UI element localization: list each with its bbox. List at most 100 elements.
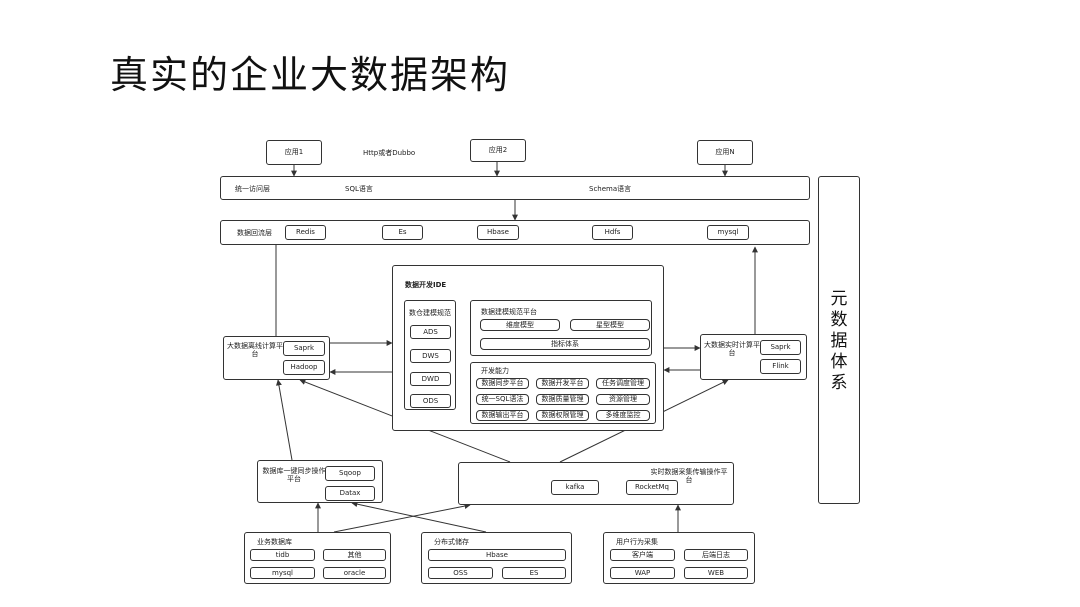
storage-hbase: Hbase [428,549,566,561]
behavior-client: 客户端 [610,549,675,561]
realtime-item-label: Flink [772,362,789,371]
app1-box: 应用1 [266,140,322,165]
realtime-item-label: Saprk [770,343,791,352]
offline-item-spark: Saprk [283,341,325,356]
dimension-model: 维度模型 [480,319,560,331]
behavior-item-label: WEB [707,568,725,577]
offline-compute-label: 大数据离线计算平台 [227,341,283,358]
app2-label: 应用2 [488,146,508,155]
storage-item-label: OSS [453,568,468,577]
dev-capability-title: 开发能力 [481,367,509,375]
protocol-label: Http或者Dubbo [363,149,416,157]
ide-title: 数据开发IDE [405,281,447,289]
page-title: 真实的企业大数据架构 [110,53,511,97]
layer-label: ADS [423,327,438,336]
dev-item-unified-sql: 统一SQL语法 [476,394,529,405]
realtime-compute-label: 大数据实时计算平台 [704,340,760,357]
db-sync-label: 数据库一键同步操作平台 [262,466,326,483]
appn-box: 应用N [697,140,753,165]
behavior-item-label: WAP [634,568,651,577]
dev-item-label: 任务调度管理 [602,379,644,388]
layer-label: DWD [421,374,440,383]
realtime-item-spark: Saprk [760,340,801,355]
dev-item-label: 统一SQL语法 [481,395,524,404]
distributed-storage-label: 分布式储存 [434,538,469,546]
sync-item-label: Sqoop [339,469,361,478]
collect-item-rocketmq: RocketMq [626,480,678,495]
biz-db-item-label: 其他 [347,550,362,559]
return-item-label: Redis [296,228,315,237]
collect-item-label: RocketMq [634,483,670,492]
metadata-system-label: 元数据体系 [830,289,848,393]
storage-item-label: Hbase [486,550,508,559]
realtime-item-flink: Flink [760,359,801,374]
dev-item-label: 数据同步平台 [481,379,524,388]
dev-item-label: 资源管理 [609,395,637,404]
data-return-label: 数据回流层 [237,229,272,237]
behavior-web: WEB [684,567,748,579]
offline-item-label: Hadoop [290,363,318,372]
collect-item-kafka: kafka [551,480,599,495]
biz-db-mysql: mysql [250,567,315,579]
modeling-spec-title: 数据建模规范平台 [481,308,537,316]
metric-system: 指标体系 [480,338,650,350]
behavior-backend-log: 后端日志 [684,549,748,561]
arrow-sync-to-offline [275,379,293,461]
biz-db-item-label: oracle [343,568,366,577]
unified-access-layer: 统一访问层 SQL语言 Schema语言 [220,176,810,200]
sync-item-label: Datax [339,489,361,498]
business-db-label: 业务数据库 [257,538,292,546]
dev-item-label: 数据输出平台 [481,411,524,420]
dev-item-output: 数据输出平台 [476,410,529,421]
offline-item-label: Saprk [293,344,315,353]
biz-db-other: 其他 [323,549,386,561]
schema-language-label: Schema语言 [589,185,632,193]
return-item-label: Hdfs [604,228,621,237]
realtime-collect-platform: 实时数据采集传输操作平台 [458,462,734,505]
layer-label: DWS [422,351,439,360]
return-item-hbase: Hbase [477,225,519,240]
biz-db-item-label: tidb [275,550,290,559]
storage-es: ES [502,567,566,579]
layer-dws: DWS [410,349,451,363]
app2-box: 应用2 [470,139,526,162]
return-item-es: Es [382,225,423,240]
modeling-item-label: 星型模型 [596,320,624,329]
arrow-bizdb-to-collect [333,503,471,533]
return-item-hdfs: Hdfs [592,225,633,240]
sql-language-label: SQL语言 [345,185,373,193]
unified-access-label: 统一访问层 [235,185,270,193]
layer-label: ODS [422,396,439,405]
storage-item-label: ES [529,568,539,577]
biz-db-tidb: tidb [250,549,315,561]
modeling-item-label: 维度模型 [506,320,534,329]
layer-ods: ODS [410,394,451,408]
behavior-item-label: 后端日志 [702,550,730,559]
warehouse-modeling-label: 数仓建模规范 [409,308,451,317]
dev-item-resource: 资源管理 [596,394,650,405]
dev-item-scheduling: 任务调度管理 [596,378,650,389]
storage-oss: OSS [428,567,493,579]
dev-item-label: 多维度监控 [605,411,641,420]
biz-db-oracle: oracle [323,567,386,579]
metadata-system-panel: 元数据体系 [818,176,860,504]
dev-item-quality: 数据质量管理 [536,394,589,405]
arrow-storage-to-sync [351,501,487,533]
return-item-redis: Redis [285,225,326,240]
return-item-label: Hbase [487,228,509,237]
return-item-label: Es [398,228,407,237]
return-item-mysql: mysql [707,225,749,240]
dev-item-monitoring: 多维度监控 [596,410,650,421]
app1-label: 应用1 [284,148,304,157]
realtime-collect-label: 实时数据采集传输操作平台 [650,467,728,484]
biz-db-item-label: mysql [272,568,293,577]
behavior-wap: WAP [610,567,675,579]
layer-ads: ADS [410,325,451,339]
return-item-label: mysql [717,228,739,237]
dev-item-dev-platform: 数据开发平台 [536,378,589,389]
dev-item-sync-platform: 数据同步平台 [476,378,529,389]
appn-label: 应用N [715,148,735,157]
behavior-item-label: 客户端 [632,550,653,559]
dev-item-label: 数据质量管理 [541,395,584,404]
user-behavior-label: 用户行为采集 [616,538,658,546]
